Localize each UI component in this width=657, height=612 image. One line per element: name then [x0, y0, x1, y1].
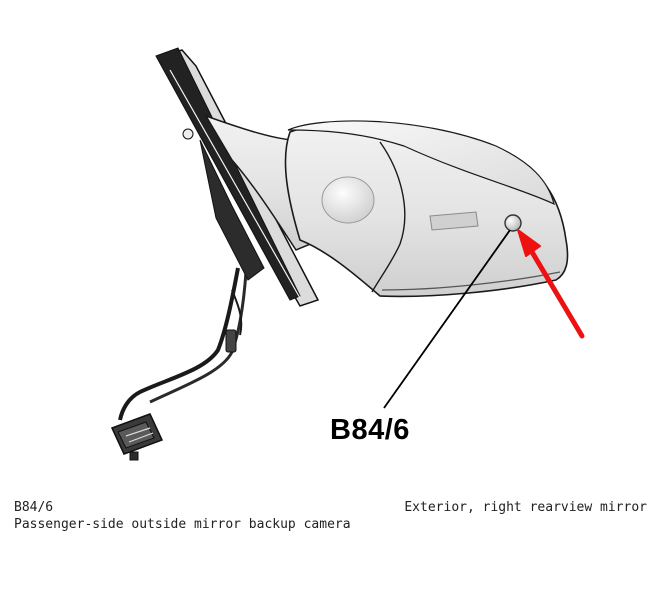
harness-connector [110, 413, 164, 461]
adjuster-knob [321, 176, 375, 224]
component-description: Passenger-side outside mirror backup cam… [14, 517, 351, 532]
mirror-cap [287, 120, 555, 206]
component-location: Exterior, right rearview mirror [404, 500, 647, 515]
wiring-harness [118, 267, 248, 421]
red-arrow-pointer-icon [517, 229, 585, 339]
callout-label: B84/6 [330, 414, 410, 446]
turn-signal-slot [429, 211, 479, 231]
component-code: B84/6 [14, 500, 54, 515]
mirror-diagram [110, 47, 585, 461]
mounting-base [155, 47, 320, 307]
cover-seam [371, 141, 406, 293]
backup-camera-lens [504, 214, 522, 232]
lower-trim [381, 271, 561, 291]
callout-leader-line [383, 229, 511, 409]
